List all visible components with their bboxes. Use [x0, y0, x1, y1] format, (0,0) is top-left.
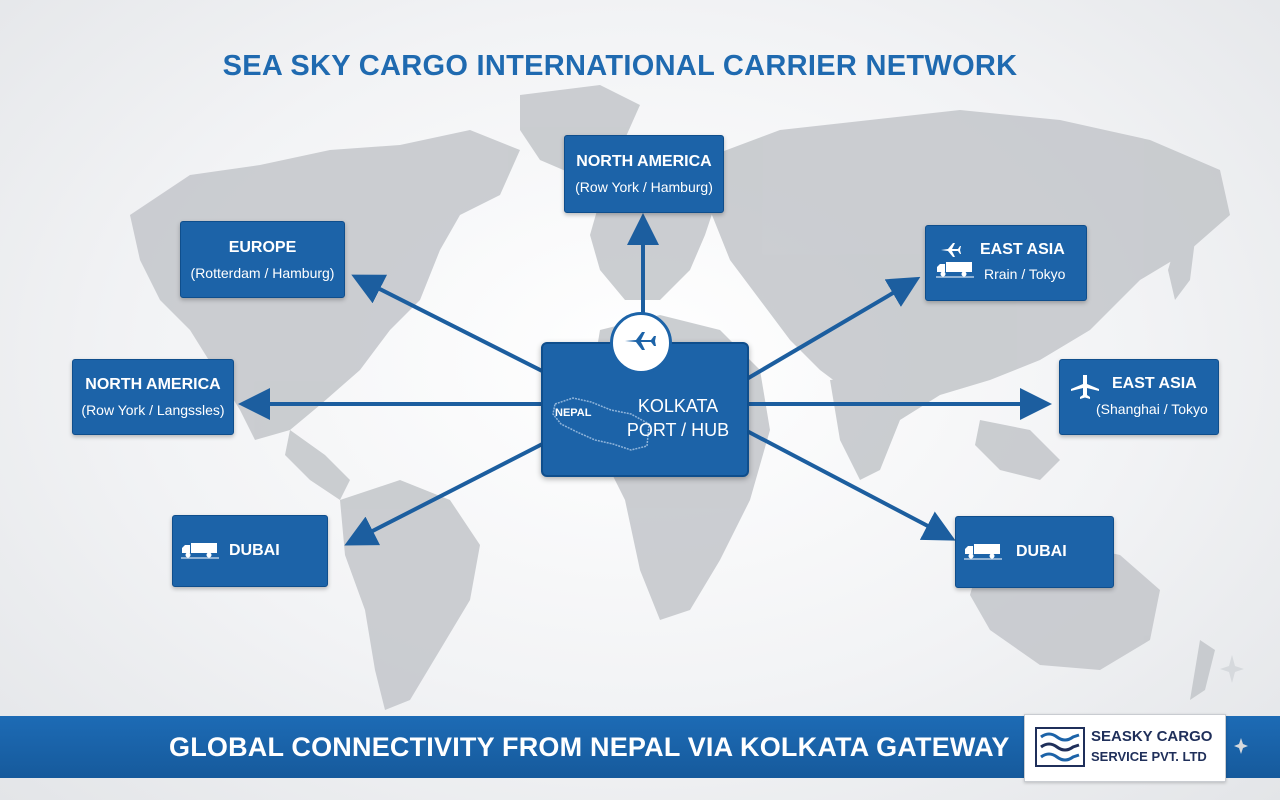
connector-europe	[351, 274, 561, 382]
connector-dubai-right	[744, 428, 956, 541]
destination-name: NORTH AMERICA	[85, 376, 221, 393]
destination-subtitle: (Shanghai / Tokyo	[1096, 401, 1208, 417]
hub-title: KOLKATA	[637, 396, 719, 416]
logo-wave-icon	[1035, 727, 1085, 767]
destination-east-asia-right[interactable]: EAST ASIA (Shanghai / Tokyo	[1059, 359, 1219, 435]
destination-name: EUROPE	[228, 238, 297, 256]
sparkle-icon	[1234, 738, 1248, 754]
destination-europe[interactable]: EUROPE (Rotterdam / Hamburg)	[180, 221, 345, 298]
footer-tagline: GLOBAL CONNECTIVITY FROM NEPAL VIA KOLKA…	[169, 732, 1010, 762]
airplane-icon	[624, 330, 658, 357]
destination-subtitle: (Row York / Langssles)	[81, 402, 225, 418]
destination-name: DUBAI	[229, 542, 280, 559]
hub-airplane-badge	[610, 312, 672, 374]
page-title: SEA SKY CARGO INTERNATIONAL CARRIER NETW…	[222, 50, 1018, 82]
destination-subtitle: Rrain / Tokyo	[984, 266, 1066, 282]
sparkle-icon	[1220, 655, 1244, 683]
destination-east-asia-top[interactable]: EAST ASIA Rrain / Tokyo	[925, 225, 1087, 301]
hub-subtitle: PORT / HUB	[626, 420, 730, 440]
logo-line-1: SEASKY CARGO	[1091, 728, 1213, 745]
truck-icon	[964, 542, 1002, 565]
nepal-outline: NEPAL	[551, 384, 651, 464]
connector-east-asia-top	[743, 276, 921, 382]
destination-dubai-left[interactable]: DUBAI	[172, 515, 328, 587]
nepal-label: NEPAL	[555, 407, 592, 419]
destination-north-america-left[interactable]: NORTH AMERICA (Row York / Langssles)	[72, 359, 234, 435]
destination-subtitle: (Row York / Hamburg)	[575, 179, 713, 195]
destination-name: EAST ASIA	[980, 241, 1065, 258]
destination-name: DUBAI	[1016, 543, 1067, 560]
truck-icon	[181, 541, 219, 564]
destination-subtitle: (Rotterdam / Hamburg)	[190, 264, 335, 281]
connector-dubai-left	[344, 433, 561, 546]
destination-dubai-right[interactable]: DUBAI	[955, 516, 1114, 588]
truck-icon	[936, 260, 974, 283]
company-logo: SEASKY CARGO SERVICE PVT. LTD	[1024, 714, 1226, 782]
destination-north-america-top[interactable]: NORTH AMERICA (Row York / Hamburg)	[564, 135, 724, 213]
destination-name: EAST ASIA	[1112, 375, 1197, 392]
airplane-icon	[1070, 374, 1100, 405]
logo-line-2: SERVICE PVT. LTD	[1091, 749, 1207, 764]
airplane-icon	[940, 242, 962, 263]
destination-name: NORTH AMERICA	[576, 153, 712, 170]
